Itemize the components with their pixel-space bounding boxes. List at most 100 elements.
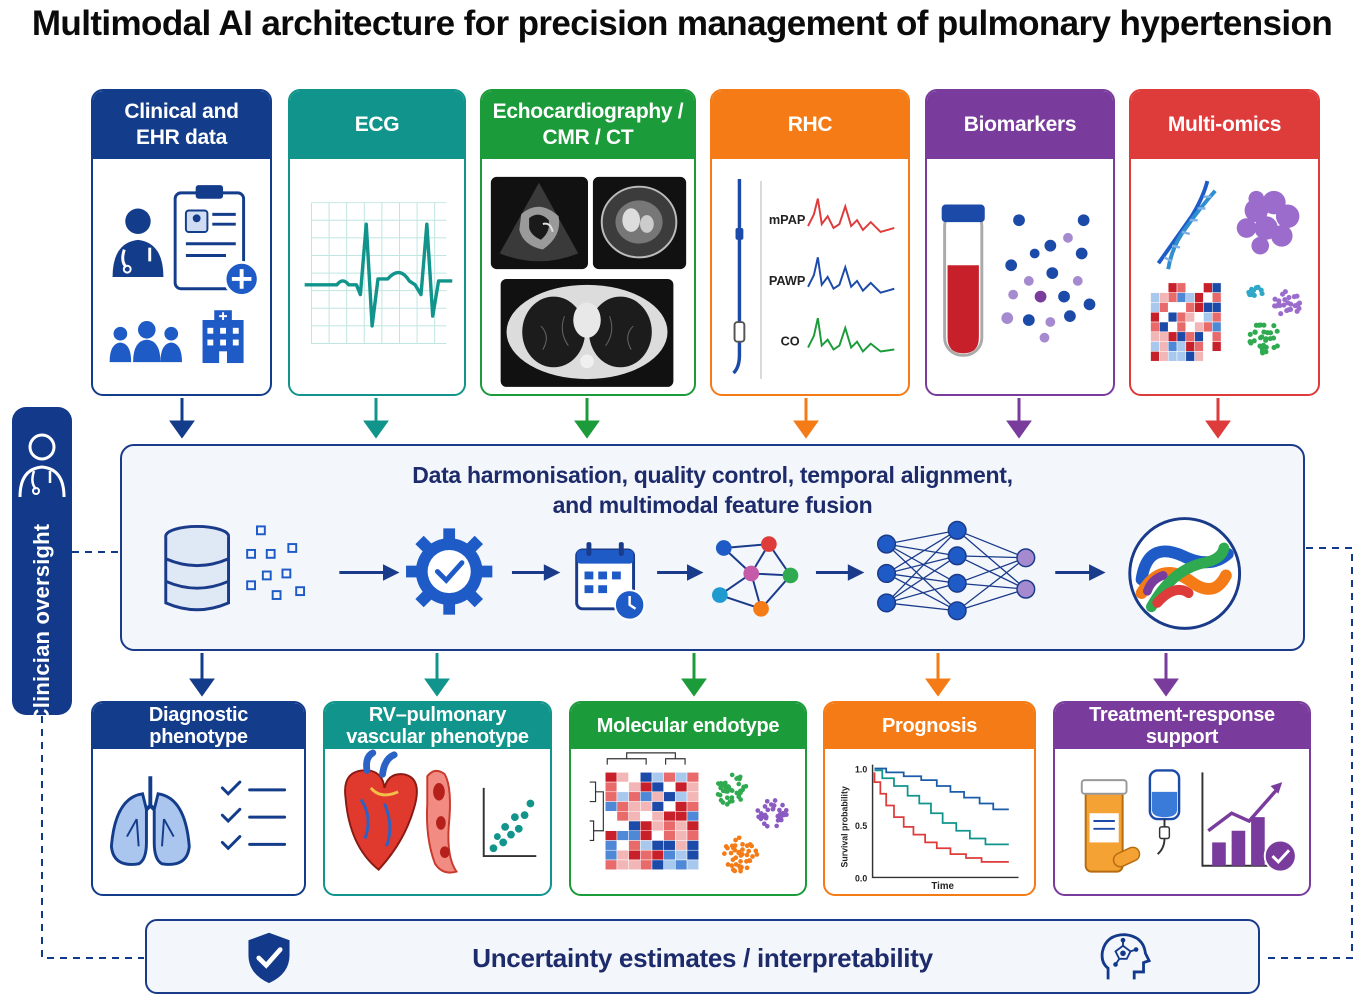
card-header: Prognosis xyxy=(825,703,1034,749)
input-down-arrows xyxy=(169,398,1231,439)
output-card-molecular-endotype: Molecular endotype xyxy=(569,701,807,896)
heart-icon xyxy=(344,749,418,871)
uncertainty-interpretability-bar: Uncertainty estimates / interpretability xyxy=(145,919,1260,994)
echocardiogram-image xyxy=(490,176,588,270)
card-header: Diagnostic phenotype xyxy=(93,703,304,749)
pawp-trace xyxy=(807,257,895,294)
imaging-illustration xyxy=(490,176,687,387)
trace-label-co: CO xyxy=(781,334,800,349)
lungs-icon xyxy=(109,776,191,866)
card-header: Molecular endotype xyxy=(571,703,805,749)
ecg-trace-illustration xyxy=(304,202,453,344)
endotype-clusters xyxy=(715,772,789,874)
omics-scatter-clusters xyxy=(1246,284,1303,356)
knowledge-graph-icon xyxy=(712,536,799,617)
output-card-prognosis: Prognosis Survival probability 1.0 0.5 0… xyxy=(823,701,1036,896)
protein-structure-icon xyxy=(1236,190,1300,255)
card-header: Biomarkers xyxy=(927,91,1113,159)
uncertainty-label: Uncertainty estimates / interpretability xyxy=(472,943,933,973)
input-card-biomarkers: Biomarkers xyxy=(925,89,1115,396)
patients-group-icon xyxy=(109,320,182,363)
trace-label-mpap: mPAP xyxy=(769,212,806,227)
fusion-pipeline xyxy=(164,517,1242,630)
pill-bottle-icon xyxy=(1080,779,1141,873)
ecg-waveform xyxy=(304,222,453,328)
km-ytick: 0.0 xyxy=(855,873,867,883)
input-card-imaging: Echocardiography / CMR / CT xyxy=(480,89,696,396)
pipeline-arrow xyxy=(339,564,400,581)
improvement-bar-chart-icon xyxy=(1201,772,1297,873)
lungs-checklist-illustration xyxy=(109,776,287,866)
fusion-title-line2: and multimodal feature fusion xyxy=(552,492,873,518)
trace-label-pawp: PAWP xyxy=(769,273,806,288)
clinician-oversight-label: Clinician oversight xyxy=(29,523,54,725)
input-card-clinical-ehr: Clinical and EHR data xyxy=(91,89,272,396)
input-card-multi-omics: Multi-omics xyxy=(1129,89,1320,396)
clinical-ehr-illustration xyxy=(109,185,260,364)
output-card-rv-pulmonary-vascular-phenotype: RV–pulmonary vascular phenotype xyxy=(323,701,552,896)
iv-bag-icon xyxy=(1148,769,1181,855)
omics-heatmap xyxy=(1150,282,1222,362)
card-header: RHC xyxy=(712,91,908,159)
molecules-dots xyxy=(1001,214,1096,343)
pipeline-arrow xyxy=(1055,564,1106,581)
treatment-illustration xyxy=(1080,769,1297,873)
fusion-panel: Data harmonisation, quality control, tem… xyxy=(120,444,1305,651)
clinician-icon xyxy=(18,433,66,498)
km-ytick: 0.5 xyxy=(855,821,867,831)
database-icon xyxy=(164,524,231,612)
data-points-icon xyxy=(246,525,306,600)
rv-vascular-illustration xyxy=(344,749,537,874)
km-ytick: 1.0 xyxy=(855,764,867,774)
hospital-icon xyxy=(202,310,244,364)
quality-control-gear-icon xyxy=(406,528,493,615)
pipeline-arrow xyxy=(657,564,704,581)
card-header: Clinical and EHR data xyxy=(93,91,270,159)
output-card-diagnostic-phenotype: Diagnostic phenotype xyxy=(91,701,306,896)
km-curve-mid xyxy=(874,769,1009,846)
km-curve-low xyxy=(873,772,1009,863)
doctor-icon xyxy=(112,208,164,277)
clinician-oversight-panel: Clinician oversight xyxy=(12,407,72,724)
co-trace xyxy=(807,317,895,354)
card-header: Treatment-response support xyxy=(1055,703,1309,749)
chest-ct-image xyxy=(500,278,674,387)
km-xlabel: Time xyxy=(931,881,954,892)
km-ylabel: Survival probability xyxy=(839,786,849,867)
clipboard-icon xyxy=(173,185,260,298)
multimodal-fusion-logo-icon xyxy=(1128,517,1242,630)
catheter-icon xyxy=(732,178,746,375)
pipeline-arrow xyxy=(511,564,561,581)
diagram-title: Multimodal AI architecture for precision… xyxy=(31,4,1333,43)
rhc-pressure-traces: mPAP PAWP CO xyxy=(732,178,895,379)
km-curve-high xyxy=(874,767,1009,811)
endotype-illustration xyxy=(589,752,789,874)
card-header: Echocardiography / CMR / CT xyxy=(482,91,694,159)
dna-helix-icon xyxy=(1156,180,1217,270)
blood-vessel-icon xyxy=(426,769,459,874)
dendrogram-heatmap xyxy=(589,752,699,870)
card-header: Multi-omics xyxy=(1131,91,1318,159)
shield-check-icon xyxy=(248,932,290,984)
fusion-title-line1: Data harmonisation, quality control, tem… xyxy=(412,462,1013,488)
cmr-image xyxy=(592,176,687,270)
kaplan-meier-plot: Survival probability 1.0 0.5 0.0 Time xyxy=(839,764,1019,892)
pipeline-arrow xyxy=(815,564,865,581)
input-card-ecg: ECG xyxy=(288,89,466,396)
card-header: ECG xyxy=(290,91,464,159)
card-header: RV–pulmonary vascular phenotype xyxy=(325,703,550,749)
scatter-plot-icon xyxy=(482,787,537,858)
input-card-rhc: RHC mPAP PAWP CO xyxy=(710,89,910,396)
output-down-arrows xyxy=(189,653,1179,697)
fusion-title: Data harmonisation, quality control, tem… xyxy=(122,460,1303,520)
neural-network-icon xyxy=(877,520,1036,621)
multi-omics-illustration xyxy=(1150,180,1303,362)
output-card-treatment-response: Treatment-response support xyxy=(1053,701,1311,896)
checklist-icon xyxy=(220,780,287,851)
blood-tube-icon xyxy=(941,204,985,357)
mpap-trace xyxy=(807,198,895,234)
ai-brain-head-icon xyxy=(1100,933,1151,980)
km-axes xyxy=(871,764,1019,879)
temporal-alignment-calendar-icon xyxy=(575,542,646,621)
biomarkers-illustration xyxy=(941,204,1096,357)
